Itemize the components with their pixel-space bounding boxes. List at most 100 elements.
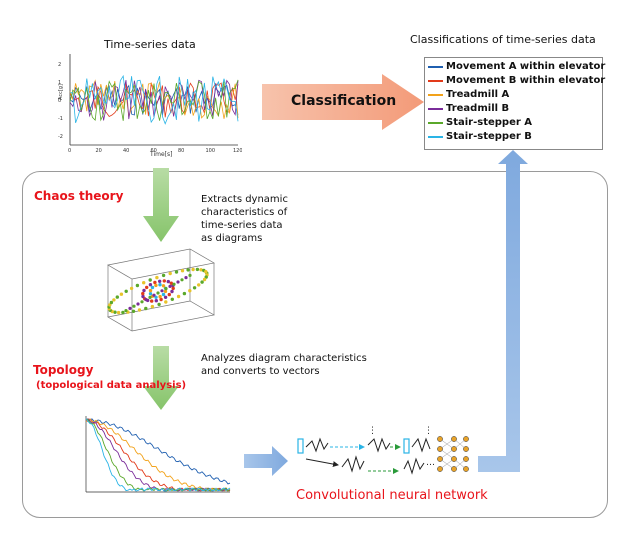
legend-swatch xyxy=(428,107,443,110)
attractor-point xyxy=(136,302,140,306)
legend-label: Movement B within elevator xyxy=(446,75,606,86)
legend-item: Movement B within elevator xyxy=(428,75,605,86)
attractor-point xyxy=(116,310,121,315)
attractor-point xyxy=(159,297,163,302)
timeseries-line xyxy=(69,79,239,122)
attractor-point xyxy=(152,293,156,297)
legend-label: Stair-stepper A xyxy=(446,117,533,128)
attractor-point xyxy=(144,306,148,311)
attractor-point xyxy=(121,310,125,315)
attractor-point xyxy=(150,285,155,290)
topology-line xyxy=(85,418,231,492)
topology-line xyxy=(85,418,231,492)
attractor-point xyxy=(148,288,153,293)
legend-label: Treadmill B xyxy=(446,103,510,114)
attractor-point xyxy=(167,292,171,297)
attractor-point xyxy=(115,295,119,299)
attractor-point xyxy=(128,306,132,310)
attractor-point xyxy=(161,273,166,278)
attractor-point xyxy=(135,283,140,288)
attractor-point xyxy=(145,285,149,290)
attractor-point xyxy=(137,308,142,312)
classification-legend xyxy=(424,57,603,150)
attractor-point xyxy=(148,295,152,299)
attractor-point xyxy=(148,283,153,287)
attractor-point xyxy=(112,298,116,302)
attractor-point xyxy=(164,287,168,291)
attractor-point xyxy=(176,294,181,299)
x-tick-label: 20 xyxy=(96,148,102,154)
attractor-point xyxy=(141,291,145,296)
attractor-point xyxy=(200,280,204,284)
attractor-point xyxy=(150,304,155,309)
attractor-point xyxy=(142,288,146,293)
attractor-point xyxy=(161,284,166,288)
classification-label: Classification xyxy=(291,93,397,109)
attractor-point xyxy=(119,292,124,296)
x-tick-label: 60 xyxy=(151,148,157,154)
classification-arrow xyxy=(262,74,424,130)
attractor-point xyxy=(154,299,158,303)
attractor-point xyxy=(170,289,174,294)
legend-swatch xyxy=(428,135,443,138)
y-tick-label: 2 xyxy=(58,62,61,68)
attractor-point xyxy=(180,269,185,273)
legend-swatch xyxy=(428,121,443,124)
topology-subtitle: (topological data analysis) xyxy=(36,380,187,391)
attractor-point xyxy=(158,283,162,287)
x-tick-label: 100 xyxy=(206,148,216,154)
legend-item: Treadmill A xyxy=(428,89,509,100)
legend-label: Stair-stepper B xyxy=(446,131,532,142)
attractor-point xyxy=(169,281,173,285)
process-frame xyxy=(22,171,608,518)
attractor-point xyxy=(172,282,176,286)
chaos-theory-title: Chaos theory xyxy=(34,189,124,203)
attractor-point xyxy=(108,303,112,307)
timeseries-line xyxy=(69,74,239,125)
attractor-point xyxy=(186,268,190,272)
legend-swatch xyxy=(428,79,443,82)
attractor-point xyxy=(171,286,175,291)
attractor-point xyxy=(174,270,179,274)
topology-line xyxy=(85,418,231,492)
attractor-point xyxy=(202,277,207,282)
attractor-point xyxy=(154,283,158,288)
attractor-point xyxy=(188,289,192,293)
attractor-point xyxy=(191,267,195,272)
attractor-point xyxy=(140,300,144,304)
cnn-label: Convolutional neural network xyxy=(296,488,488,503)
attractor-point xyxy=(113,310,117,314)
attractor-point xyxy=(161,292,166,297)
x-tick-label: 120 xyxy=(233,148,242,154)
x-tick-label: 80 xyxy=(178,148,184,154)
y-tick-label: 0 xyxy=(58,98,61,104)
attractor-point xyxy=(166,279,170,284)
attractor-point xyxy=(176,280,180,284)
chaos-description: Extracts dynamic characteristics of time… xyxy=(201,193,288,245)
blue-up-arrow xyxy=(478,150,528,472)
y-tick-label: -1 xyxy=(58,116,63,122)
chaos-desc-line-3: time-series data xyxy=(201,220,283,231)
chaos-desc-line-4: as diagrams xyxy=(201,233,263,244)
svg-text:…: … xyxy=(426,458,435,468)
legend-swatch xyxy=(428,65,443,68)
attractor-point xyxy=(156,291,160,295)
x-tick-label: 40 xyxy=(123,148,129,154)
attractor-point xyxy=(163,289,168,294)
attractor-point xyxy=(184,276,188,280)
attractor-point xyxy=(204,275,208,279)
attractor-point xyxy=(188,273,192,277)
attractor-point xyxy=(168,271,172,276)
attractor-point xyxy=(158,279,162,283)
attractor-point xyxy=(204,270,208,274)
timeseries-lines xyxy=(69,74,239,125)
attractor-point xyxy=(197,283,201,287)
attractor-point xyxy=(153,280,157,285)
attractor-point xyxy=(182,291,187,296)
attractor-point xyxy=(195,267,200,272)
y-tick-label: -2 xyxy=(58,134,63,140)
legend-item: Treadmill B xyxy=(428,103,509,114)
classifications-title: Classifications of time-series data xyxy=(410,33,596,46)
